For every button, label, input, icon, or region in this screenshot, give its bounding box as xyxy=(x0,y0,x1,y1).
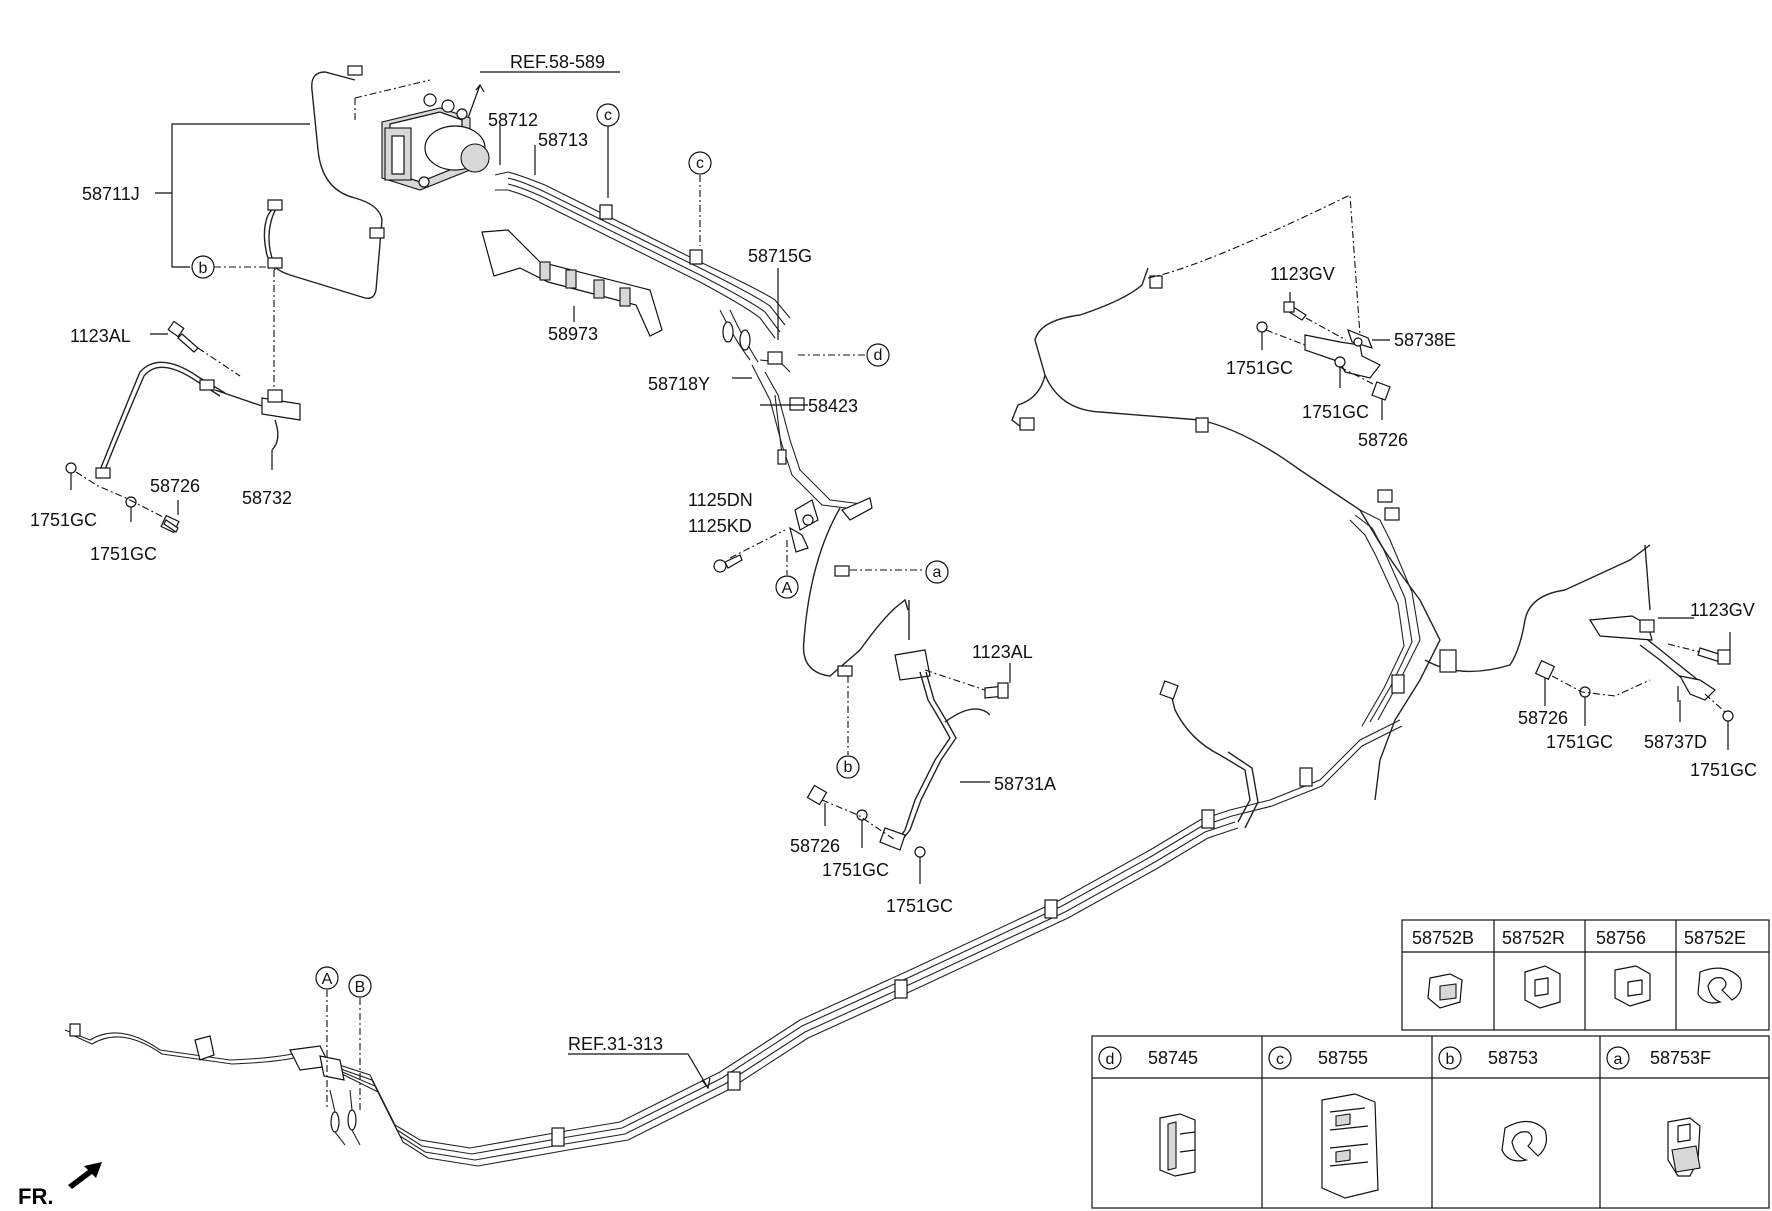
label-1125DN[interactable]: 1125DN xyxy=(688,490,753,510)
label-58712[interactable]: 58712 xyxy=(488,110,538,130)
label-58726-tr[interactable]: 58726 xyxy=(1358,430,1408,450)
label-1123AL-mid[interactable]: 1123AL xyxy=(972,642,1033,662)
table-bottom-letter-2: c xyxy=(1276,1051,1284,1068)
left-front-brake-lines xyxy=(263,65,385,300)
circle-A-mid: A xyxy=(782,580,793,597)
label-1751GC-right-1[interactable]: 1751GC xyxy=(1546,732,1613,752)
table-bottom-part-3[interactable]: 58753 xyxy=(1488,1048,1538,1068)
circle-c-1: c xyxy=(604,107,612,124)
label-1751GC-tr-2[interactable]: 1751GC xyxy=(1302,402,1369,422)
bolt-58726-mid xyxy=(806,784,828,806)
label-1123AL-left[interactable]: 1123AL xyxy=(70,326,131,346)
label-58973[interactable]: 58973 xyxy=(548,324,598,344)
table-top-header-2[interactable]: 58752R xyxy=(1502,928,1565,948)
bracket-58973 xyxy=(481,229,663,337)
bolt-1123GV-top xyxy=(1283,301,1307,321)
circle-c-2: c xyxy=(696,155,704,172)
label-58423[interactable]: 58423 xyxy=(808,396,858,416)
table-bottom-part-2[interactable]: 58755 xyxy=(1318,1048,1368,1068)
label-1125KD[interactable]: 1125KD xyxy=(688,516,752,536)
ref-58-589-label[interactable]: REF.58-589 xyxy=(510,52,605,72)
label-58711J[interactable]: 58711J xyxy=(82,184,140,204)
abs-module xyxy=(381,93,490,191)
label-1123GV-right[interactable]: 1123GV xyxy=(1690,600,1755,620)
label-58726-mid[interactable]: 58726 xyxy=(790,836,840,856)
label-1751GC-tr-1[interactable]: 1751GC xyxy=(1226,358,1293,378)
label-58726-right[interactable]: 58726 xyxy=(1518,708,1568,728)
table-top-header-1[interactable]: 58752B xyxy=(1412,928,1474,948)
bolt-58726-left xyxy=(160,514,180,534)
label-58731A[interactable]: 58731A xyxy=(994,774,1056,794)
right-long-brake-line xyxy=(1011,267,1441,801)
bolt-1125DN xyxy=(713,554,743,573)
label-1751GC-left-1[interactable]: 1751GC xyxy=(30,510,97,530)
main-pipe-bundle xyxy=(64,674,1405,1167)
label-1123GV-top[interactable]: 1123GV xyxy=(1270,264,1335,284)
label-1751GC-mid-1[interactable]: 1751GC xyxy=(822,860,889,880)
table-bottom-letter-4: a xyxy=(1614,1051,1623,1068)
label-58732[interactable]: 58732 xyxy=(242,488,292,508)
label-58738E[interactable]: 58738E xyxy=(1394,330,1456,350)
label-1751GC-mid-2[interactable]: 1751GC xyxy=(886,896,953,916)
circle-A-bottom: A xyxy=(322,971,333,988)
right-front-brake-lines xyxy=(802,507,991,851)
clip-table-top xyxy=(1401,919,1770,1031)
table-bottom-letter-1: d xyxy=(1106,1051,1115,1068)
bolt-58726-tr xyxy=(1371,381,1391,401)
circle-b-mid: b xyxy=(844,759,853,776)
label-58737D[interactable]: 58737D xyxy=(1644,732,1707,752)
bolt-58726-right xyxy=(1534,659,1556,681)
bolt-1123GV-right xyxy=(1697,647,1731,665)
table-bottom-part-1[interactable]: 58745 xyxy=(1148,1048,1198,1068)
ref-31-313-label[interactable]: REF.31-313 xyxy=(568,1034,663,1054)
circle-b-left: b xyxy=(199,260,208,277)
mount-1125DN xyxy=(789,499,819,553)
table-bottom-part-4[interactable]: 58753F xyxy=(1650,1048,1711,1068)
right-rear-brake-lines xyxy=(1424,544,1716,702)
table-top-header-3[interactable]: 58756 xyxy=(1596,928,1646,948)
front-direction-arrow xyxy=(68,1162,102,1189)
bracket-58738E xyxy=(1304,328,1381,379)
label-1751GC-right-2[interactable]: 1751GC xyxy=(1690,760,1757,780)
circle-B-bottom: B xyxy=(355,979,366,996)
circle-a-1: a xyxy=(933,564,942,581)
table-bottom-letter-3: b xyxy=(1446,1051,1455,1068)
label-58718Y[interactable]: 58718Y xyxy=(648,374,710,394)
label-58715G[interactable]: 58715G xyxy=(748,246,812,266)
bracket-58732 xyxy=(95,361,301,479)
bolt-1123AL-mid xyxy=(984,682,1009,699)
front-label: FR. xyxy=(18,1184,53,1209)
label-58713[interactable]: 58713 xyxy=(538,130,588,150)
circle-d-1: d xyxy=(874,347,883,364)
label-1751GC-left-2[interactable]: 1751GC xyxy=(90,544,157,564)
clip-table-bottom xyxy=(1091,1035,1770,1209)
center-pipe-bundle xyxy=(494,171,873,521)
bolt-1123AL-left xyxy=(167,320,199,353)
label-58726-left[interactable]: 58726 xyxy=(150,476,200,496)
table-top-header-4[interactable]: 58752E xyxy=(1684,928,1746,948)
